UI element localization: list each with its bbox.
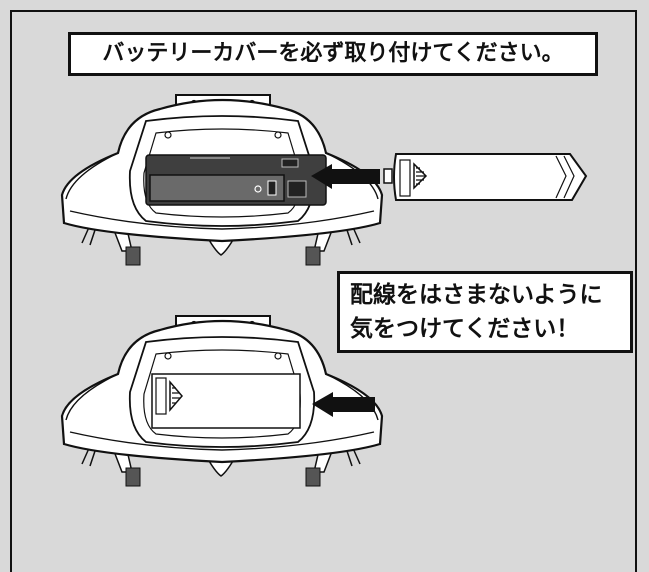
arrow-left-icon (311, 164, 380, 189)
battery-cover-illustration (383, 153, 588, 201)
instruction-title: バッテリーカバーを必ず取り付けてください。 (102, 41, 564, 66)
wiring-note-line-1: 配線をはさまないように (350, 282, 603, 308)
battery-cover-instruction: バッテリーカバーを必ず取り付けてください。 (68, 32, 598, 76)
transmitter-closed-illustration (60, 314, 384, 488)
transmitter-open-illustration (60, 93, 384, 267)
wiring-note-line-2: 気をつけてください！ (350, 316, 580, 342)
wiring-caution-note: 配線をはさまないように 気をつけてください！ (337, 271, 633, 353)
arrow-left-icon (312, 392, 375, 417)
